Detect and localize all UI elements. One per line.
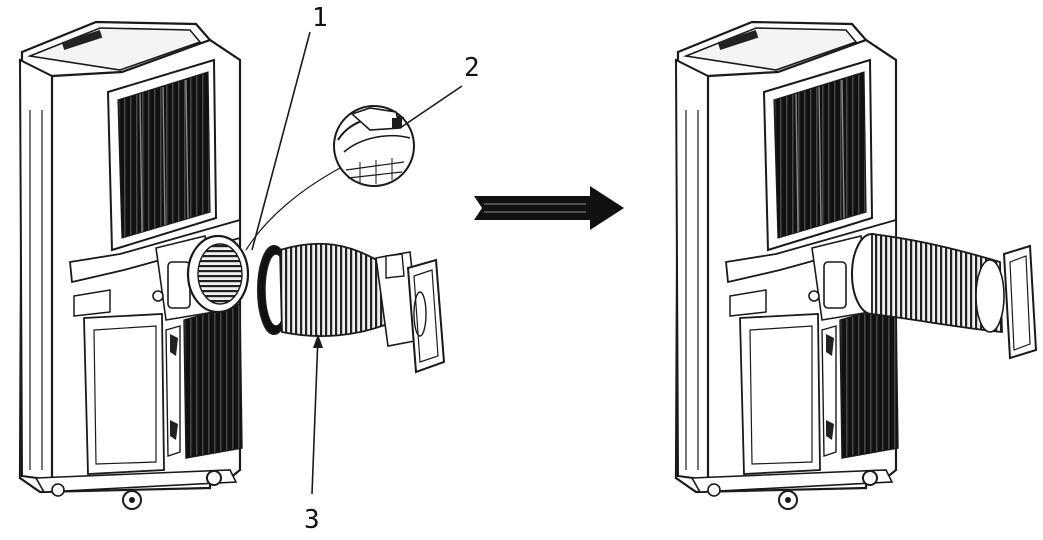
detail-magnifier	[333, 105, 415, 187]
detail-leader-line	[245, 167, 341, 251]
exhaust-hose-attached	[851, 232, 1038, 360]
exhaust-port-ring	[186, 234, 250, 314]
callout-1: 1	[312, 3, 328, 33]
callout-3-arrowhead	[313, 334, 323, 348]
callout-2-leader	[399, 85, 463, 129]
exhaust-hose-detached	[257, 242, 446, 374]
callout-3-leader	[311, 335, 319, 495]
direction-arrow	[474, 186, 624, 230]
callout-2: 2	[464, 53, 480, 83]
callout-3: 3	[304, 505, 320, 535]
callout-1-leader	[251, 31, 311, 251]
